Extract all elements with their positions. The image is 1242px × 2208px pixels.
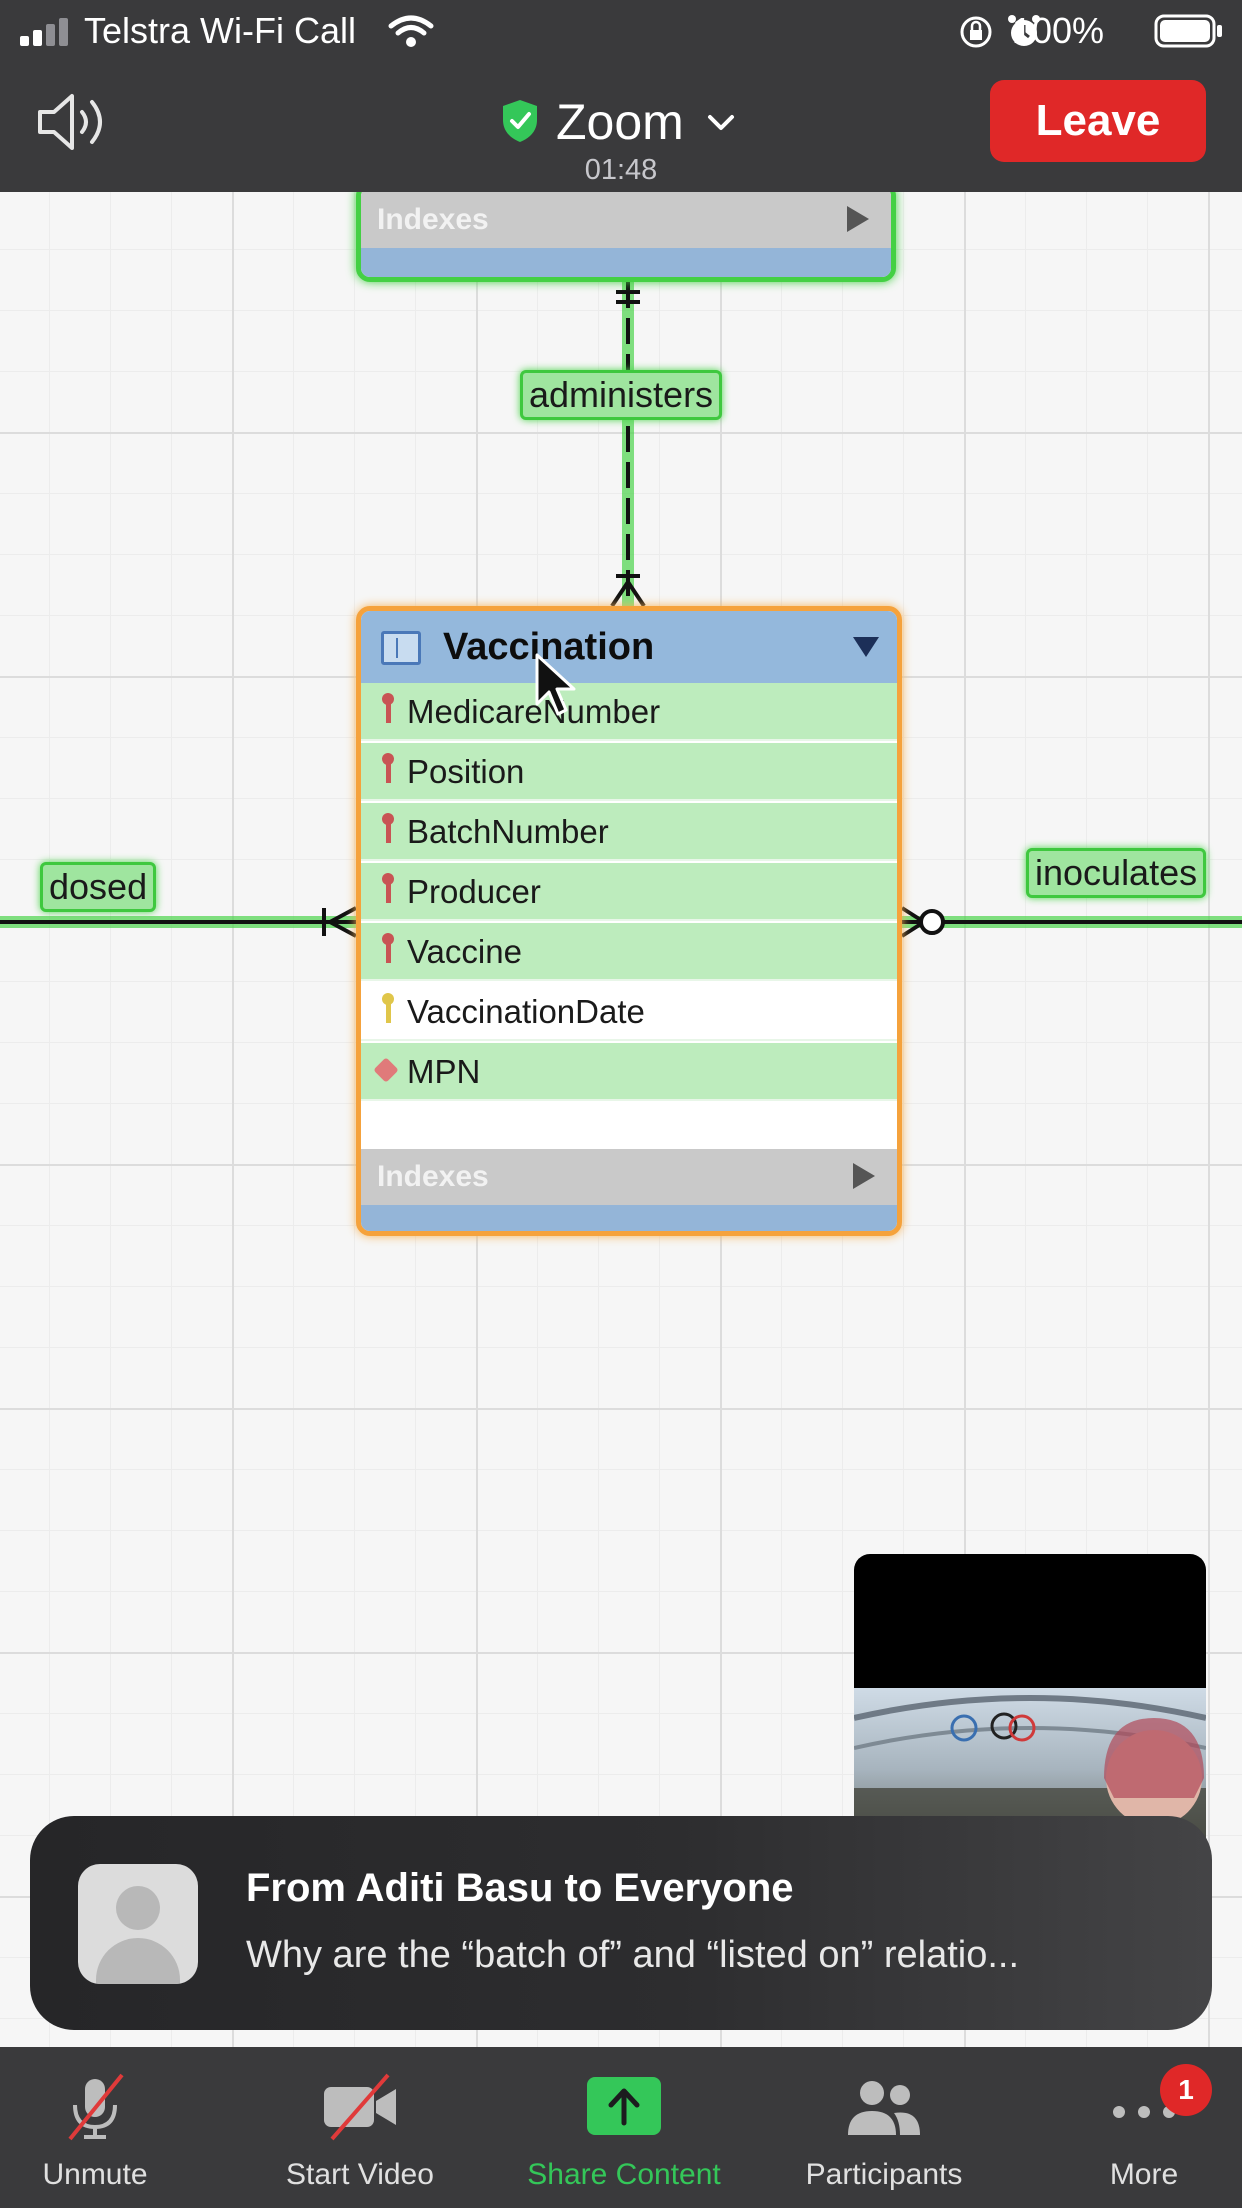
attribute-row[interactable]: BatchNumber bbox=[361, 803, 897, 861]
signal-bars-icon bbox=[20, 18, 76, 46]
indexes-bar[interactable]: Indexes bbox=[361, 1149, 897, 1205]
indexes-bar[interactable]: Indexes bbox=[361, 192, 891, 248]
expand-arrow-icon[interactable] bbox=[847, 206, 869, 232]
primary-key-icon bbox=[379, 813, 397, 849]
share-content-button[interactable]: Share Content bbox=[514, 2047, 734, 2208]
relationship-label-inoculates[interactable]: inoculates bbox=[1026, 848, 1207, 898]
attribute-key-icon bbox=[379, 993, 397, 1029]
primary-key-icon bbox=[379, 873, 397, 909]
battery-icon bbox=[1154, 14, 1222, 48]
entity-title: Vaccination bbox=[443, 626, 655, 668]
attribute-name: Producer bbox=[407, 873, 541, 910]
primary-key-icon bbox=[379, 693, 397, 729]
shield-check-icon bbox=[503, 100, 537, 142]
battery-percent: 100% bbox=[1011, 10, 1104, 51]
indexes-label: Indexes bbox=[377, 203, 489, 236]
attribute-name: MedicareNumber bbox=[407, 693, 661, 730]
status-bar: Telstra Wi-Fi Call 100% bbox=[0, 0, 1242, 62]
attribute-row[interactable]: Vaccine bbox=[361, 923, 897, 981]
attribute-row[interactable]: MPN bbox=[361, 1043, 897, 1101]
vaccination-entity-table[interactable]: Vaccination MedicareNumber Position Batc… bbox=[356, 606, 902, 1236]
more-label: More bbox=[1109, 2158, 1179, 2191]
avatar bbox=[78, 1864, 198, 1984]
meeting-timer: 01:48 bbox=[584, 154, 658, 186]
leave-button[interactable]: Leave bbox=[990, 80, 1206, 162]
table-icon bbox=[381, 631, 421, 665]
attribute-name: BatchNumber bbox=[407, 813, 609, 850]
chevron-down-icon[interactable] bbox=[706, 112, 736, 134]
muted-microphone-icon bbox=[68, 2073, 124, 2141]
entity-footer bbox=[361, 1205, 897, 1231]
participants-button[interactable]: Participants bbox=[784, 2047, 984, 2208]
share-arrow-icon bbox=[587, 2077, 661, 2135]
relationship-label-administers[interactable]: administers bbox=[520, 370, 723, 420]
attribute-row[interactable]: VaccinationDate bbox=[361, 983, 897, 1041]
chat-notification[interactable]: From Aditi Basu to Everyone Why are the … bbox=[30, 1816, 1212, 2030]
carrier-name: Telstra Wi-Fi Call bbox=[84, 10, 357, 51]
attribute-row[interactable]: Producer bbox=[361, 863, 897, 921]
entity-dropdown-icon[interactable] bbox=[853, 637, 879, 657]
meeting-title[interactable]: Zoom bbox=[556, 94, 684, 150]
unmute-label: Unmute bbox=[42, 2158, 148, 2191]
chat-message: Why are the “batch of” and “listed on” r… bbox=[246, 1934, 1020, 1976]
video-off-icon bbox=[324, 2073, 396, 2141]
wifi-icon bbox=[388, 15, 434, 47]
primary-key-icon bbox=[379, 933, 397, 969]
foreign-key-diamond-icon bbox=[373, 1057, 399, 1083]
share-content-label: Share Content bbox=[527, 2158, 721, 2191]
participants-label: Participants bbox=[805, 2158, 963, 2191]
speaker-icon[interactable] bbox=[36, 92, 112, 152]
participants-icon bbox=[848, 2081, 920, 2135]
orientation-lock-icon bbox=[960, 16, 992, 48]
notification-badge: 1 bbox=[1160, 2064, 1212, 2116]
indexes-label: Indexes bbox=[377, 1160, 489, 1193]
entity-footer bbox=[361, 248, 891, 277]
expand-arrow-icon[interactable] bbox=[853, 1163, 875, 1189]
unmute-button[interactable]: Unmute bbox=[0, 2047, 190, 2208]
entity-header[interactable]: Vaccination bbox=[361, 611, 897, 683]
attribute-row[interactable]: Position bbox=[361, 743, 897, 801]
attribute-name: MPN bbox=[407, 1053, 481, 1090]
start-video-button[interactable]: Start Video bbox=[260, 2047, 460, 2208]
start-video-label: Start Video bbox=[286, 2158, 434, 2191]
mouse-cursor-icon bbox=[535, 653, 576, 716]
chat-sender: From Aditi Basu to Everyone bbox=[246, 1866, 794, 1910]
alarm-icon bbox=[1008, 15, 1040, 46]
more-button[interactable]: More bbox=[1054, 2047, 1234, 2208]
top-entity-table[interactable]: Indexes bbox=[356, 192, 896, 282]
attribute-name: Position bbox=[407, 753, 525, 790]
attribute-row[interactable]: MedicareNumber bbox=[361, 683, 897, 741]
meeting-toolbar: Unmute Start Video Share Content Partici… bbox=[0, 2047, 1242, 2208]
relationship-connectors bbox=[0, 282, 1242, 938]
attribute-name: Vaccine bbox=[407, 933, 522, 970]
meeting-top-bar: Zoom 01:48 Leave bbox=[0, 62, 1242, 192]
attribute-name: VaccinationDate bbox=[407, 993, 645, 1030]
primary-key-icon bbox=[379, 753, 397, 789]
relationship-label-dosed[interactable]: dosed bbox=[40, 862, 157, 912]
